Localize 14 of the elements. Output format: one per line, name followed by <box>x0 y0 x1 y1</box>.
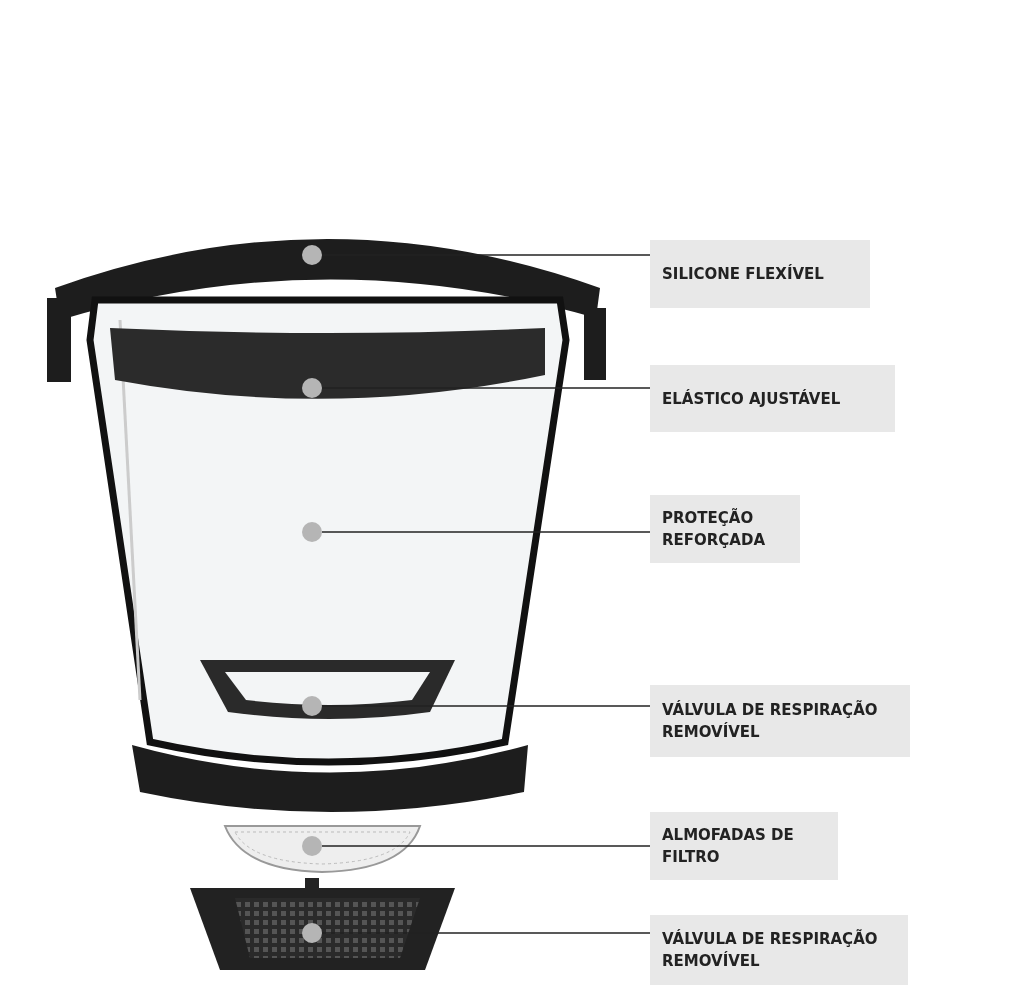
callout-label: VÁLVULA DE RESPIRAÇÃO REMOVÍVEL <box>650 915 908 985</box>
leader-line <box>321 845 651 847</box>
leader-line <box>321 932 651 934</box>
leader-line <box>321 531 651 533</box>
filter-pad <box>224 825 421 873</box>
headband-frame <box>47 239 606 812</box>
callout-label: ALMOFADAS DE FILTRO <box>650 812 838 880</box>
callout-label: PROTEÇÃO REFORÇADA <box>650 495 800 563</box>
leader-line <box>321 387 651 389</box>
callout-label: VÁLVULA DE RESPIRAÇÃO REMOVÍVEL <box>650 685 910 757</box>
callout-label: SILICONE FLEXÍVEL <box>650 240 870 308</box>
callout-label: ELÁSTICO AJUSTÁVEL <box>650 365 895 432</box>
leader-line <box>321 705 651 707</box>
valve-cover <box>190 878 455 970</box>
